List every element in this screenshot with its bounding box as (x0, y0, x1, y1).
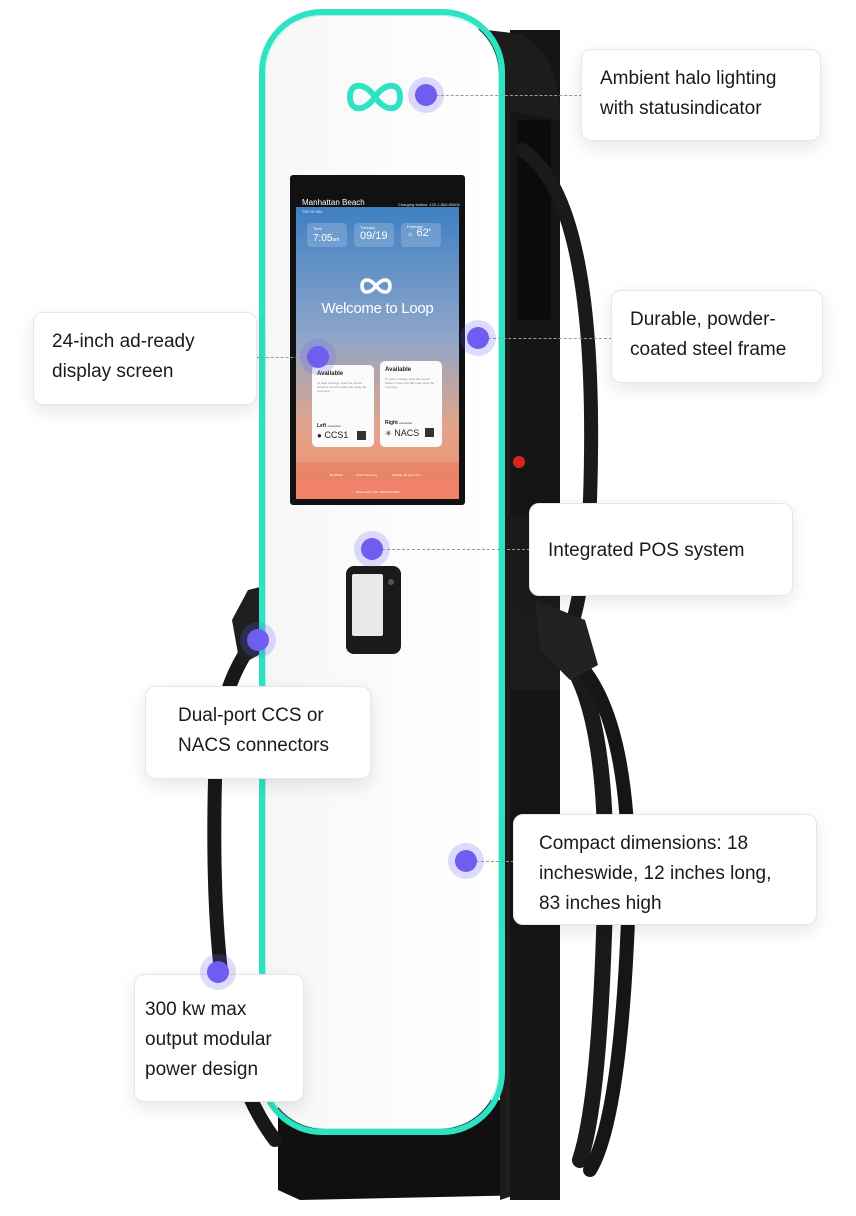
right-card-status: Available (385, 367, 412, 373)
date-label: Tuesday (360, 225, 376, 230)
left-card-connector: ● CCS1 (317, 430, 349, 440)
left-card-side: Left connector (317, 423, 341, 429)
leader-line-display (256, 357, 318, 358)
right-card-desc: To start a charge, scan the screen below… (385, 377, 435, 389)
screen-footer-item: By Mobile (330, 473, 344, 477)
forecast-label: Forecast (407, 224, 423, 229)
forecast-value: ☼ 62' (407, 227, 431, 239)
callout-line: incheswide, 12 inches long, (539, 863, 772, 884)
leader-line-dimensions (466, 861, 514, 862)
callout-line: Compact dimensions: 18 (539, 833, 749, 854)
callout-line: 24-inch ad-ready (52, 331, 195, 352)
callout-line: 300 kw max (145, 999, 247, 1020)
hotspot-dimensions[interactable] (455, 850, 477, 872)
infinity-logo-icon (346, 82, 404, 112)
time-value: 7:05am (313, 233, 340, 244)
screen-sublocation: SW+W Mtn (302, 209, 323, 214)
callout-frame: Durable, powder- coated steel frame (611, 290, 823, 383)
callout-line: Durable, powder- (630, 309, 776, 330)
date-value: 09/19 (360, 230, 388, 242)
screen-infinity-icon (360, 278, 392, 294)
leader-line-halo (426, 95, 582, 96)
callout-line: Ambient halo lighting (600, 68, 777, 89)
right-connector-card (380, 361, 442, 447)
callout-line: display screen (52, 361, 174, 382)
time-label: Time (313, 226, 322, 231)
hotspot-pos[interactable] (361, 538, 383, 560)
callout-line: NACS connectors (178, 735, 330, 756)
callout-line: coated steel frame (630, 339, 787, 360)
hotspot-halo[interactable] (415, 84, 437, 106)
screen-footer-item: Ai AV Autonomy (356, 473, 378, 477)
leader-line-frame (478, 338, 612, 339)
sun-cloud-icon: ☼ (407, 231, 414, 238)
right-cable (515, 143, 599, 667)
hotspot-frame[interactable] (467, 327, 489, 349)
hotspot-connectors[interactable] (247, 629, 269, 651)
callout-dimensions: Compact dimensions: 18 incheswide, 12 in… (513, 814, 817, 925)
connector-icon: ✳ (385, 429, 392, 438)
callout-line: output modular (145, 1029, 272, 1050)
callout-line: power design (145, 1059, 259, 1080)
callout-halo: Ambient halo lighting with statusindicat… (581, 49, 821, 141)
hotspot-display[interactable] (307, 346, 329, 368)
callout-line: Dual-port CCS or (178, 705, 324, 726)
callout-line: with statusindicator (600, 98, 762, 119)
callout-pos: Integrated POS system (529, 503, 793, 596)
callout-power: 300 kw max output modular power design (134, 974, 304, 1102)
screen-footer-bar: Need help? Call 1-800-000-0000 (355, 490, 400, 494)
screen-support: Charging station: 123 1-800-00000 (398, 202, 460, 207)
screen-location: Manhattan Beach (302, 198, 365, 207)
right-card-side: Right connector (385, 420, 413, 426)
leader-line-pos (372, 549, 530, 550)
left-connector-card (312, 365, 374, 447)
left-card-status: Available (317, 371, 344, 377)
welcome-text: Welcome to Loop (321, 300, 434, 317)
right-card-connector: ✳ NACS (385, 428, 420, 438)
left-card-desc: To start a charge, scan the screen below… (317, 381, 367, 393)
callout-line: Integrated POS system (548, 540, 745, 561)
callout-connectors: Dual-port CCS or NACS connectors (145, 686, 371, 779)
connector-icon: ● (317, 431, 322, 440)
callout-line: 83 inches high (539, 893, 662, 914)
status-led (513, 456, 525, 468)
hotspot-power[interactable] (207, 961, 229, 983)
right-connector (535, 600, 598, 680)
display-screen: Manhattan Beach SW+W Mtn Charging statio… (290, 175, 465, 505)
screen-footer-item: Parking: $3 per 1 min (392, 473, 421, 477)
callout-display: 24-inch ad-ready display screen (33, 312, 257, 405)
